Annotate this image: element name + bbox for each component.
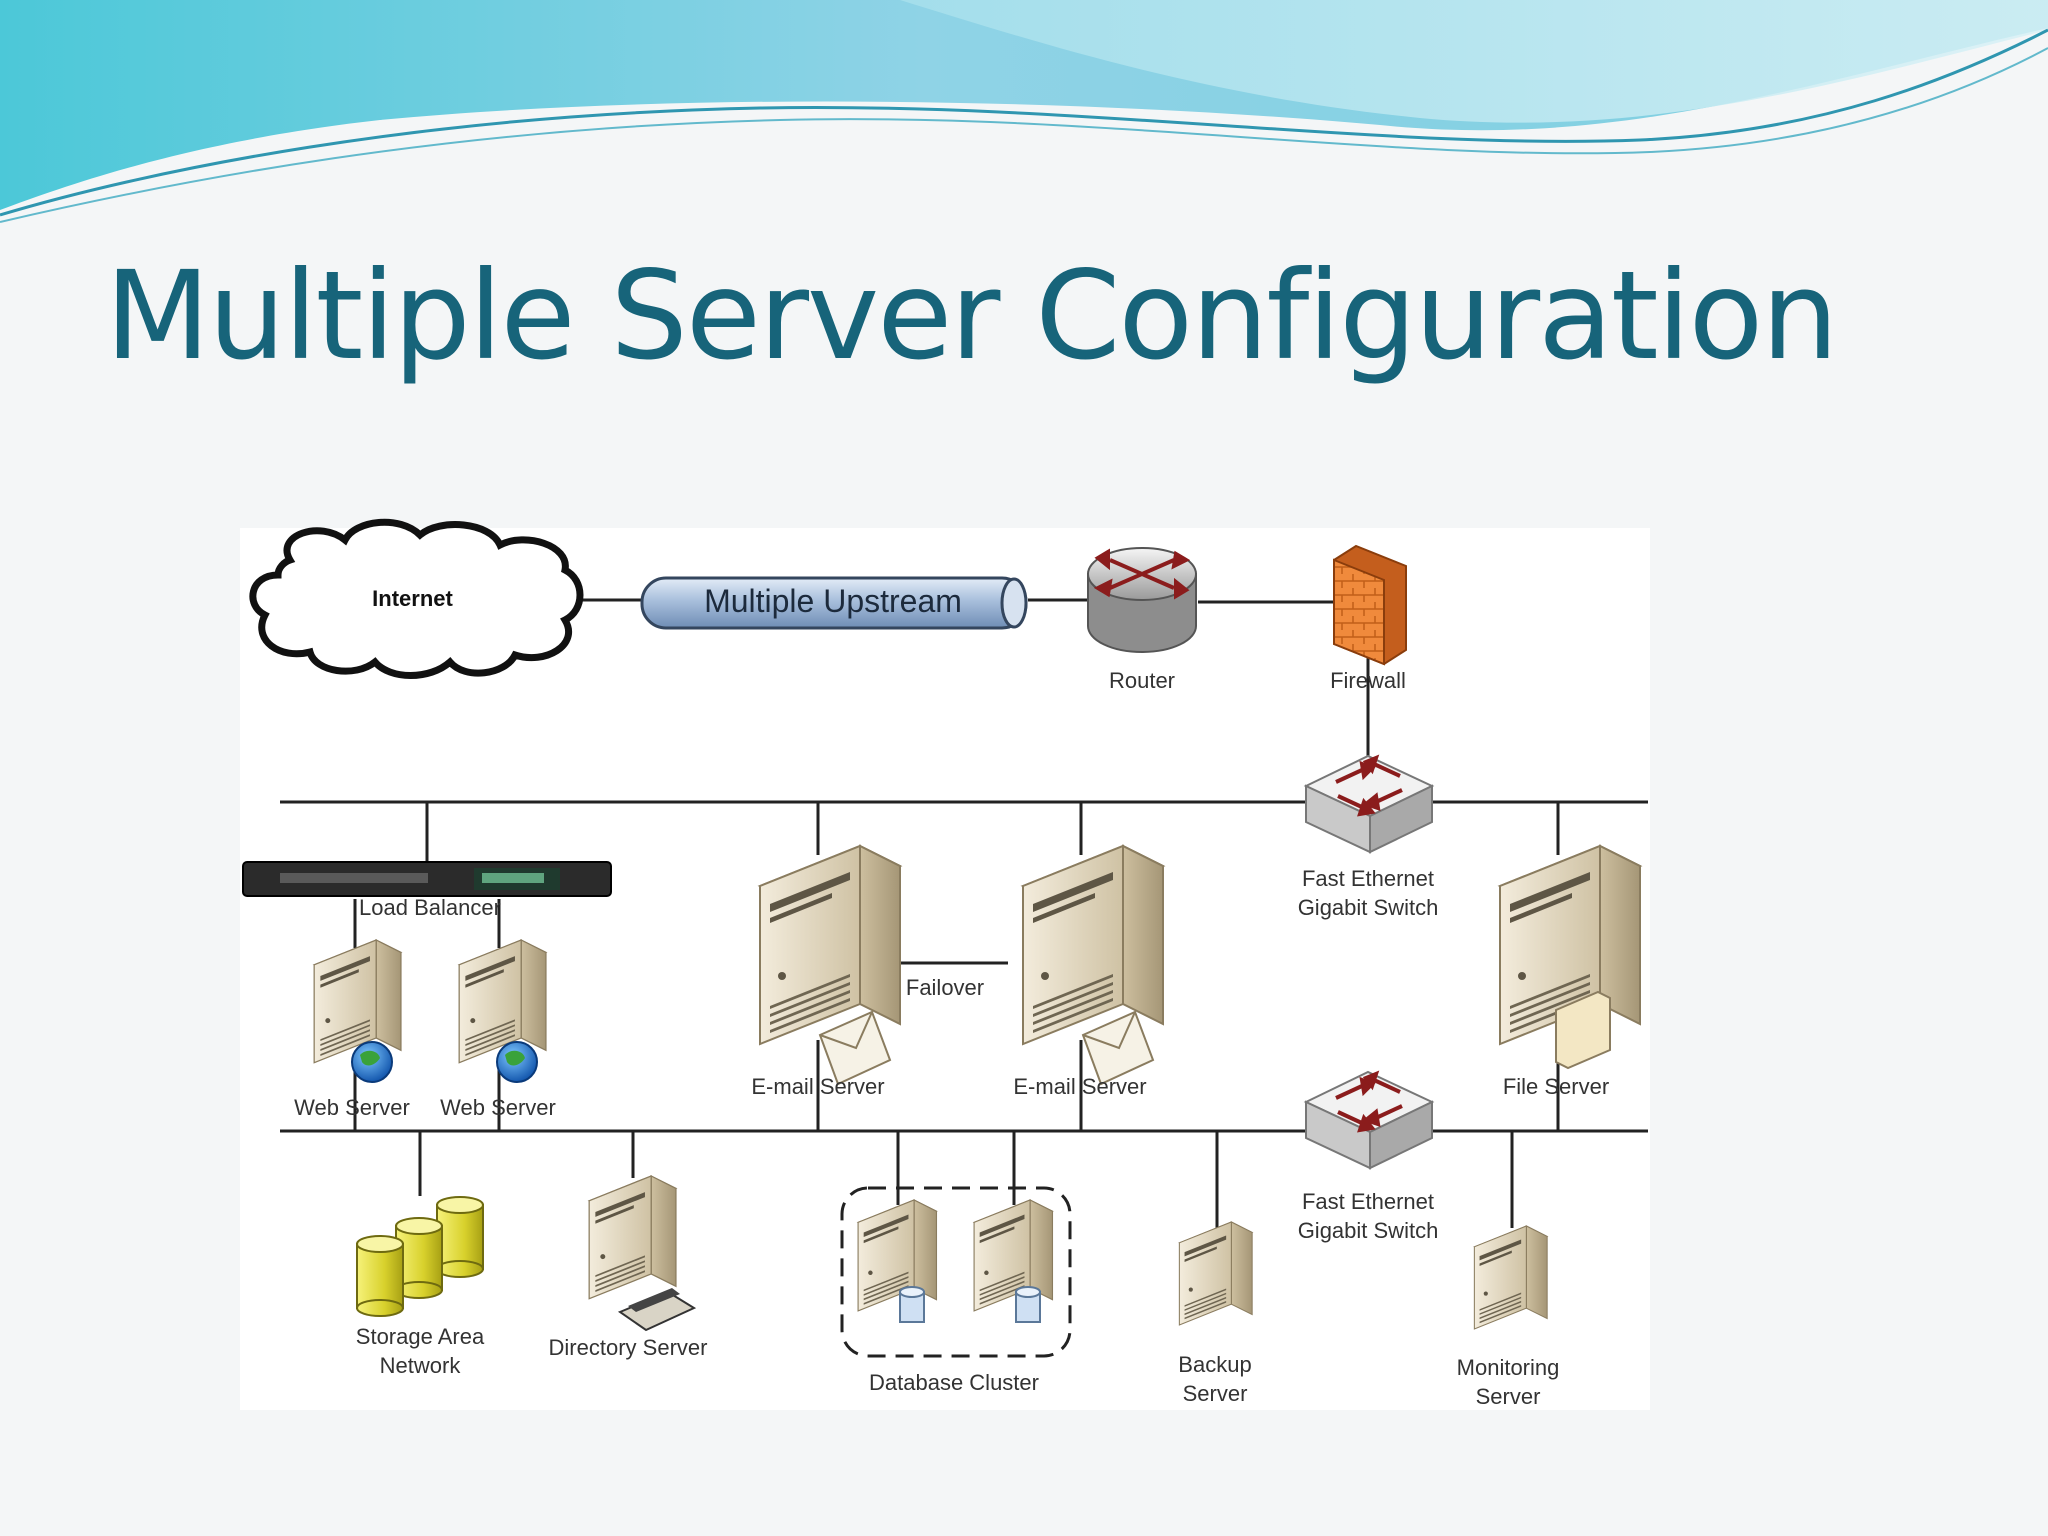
directory-server-label: Directory Server bbox=[548, 1335, 708, 1360]
slide-title: Multiple Server Configuration bbox=[105, 245, 1839, 387]
web-server-1-label: Web Server bbox=[294, 1095, 410, 1120]
internet-label: Internet bbox=[372, 586, 453, 611]
switch-bottom-label: Fast Ethernet Gigabit Switch bbox=[1297, 1189, 1439, 1243]
web-server-2-label: Web Server bbox=[440, 1095, 556, 1120]
file-server-label: File Server bbox=[1502, 1074, 1610, 1099]
storage-label: Storage Area Network bbox=[355, 1324, 485, 1378]
backup-server-label: Backup Server bbox=[1178, 1352, 1252, 1406]
monitoring-server-label: Monitoring Server bbox=[1456, 1355, 1560, 1409]
switch-top-label: Fast Ethernet Gigabit Switch bbox=[1297, 866, 1439, 920]
database-cluster-label: Database Cluster bbox=[869, 1370, 1039, 1395]
failover-label: Failover bbox=[905, 975, 985, 1000]
email-server-1-label: E-mail Server bbox=[751, 1074, 885, 1099]
firewall-label: Firewall bbox=[1330, 668, 1406, 693]
upstream-label: Multiple Upstream bbox=[704, 583, 962, 619]
router-label: Router bbox=[1108, 668, 1176, 693]
email-server-2-label: E-mail Server bbox=[1013, 1074, 1147, 1099]
load-balancer-label: Load Balancer bbox=[359, 895, 501, 920]
